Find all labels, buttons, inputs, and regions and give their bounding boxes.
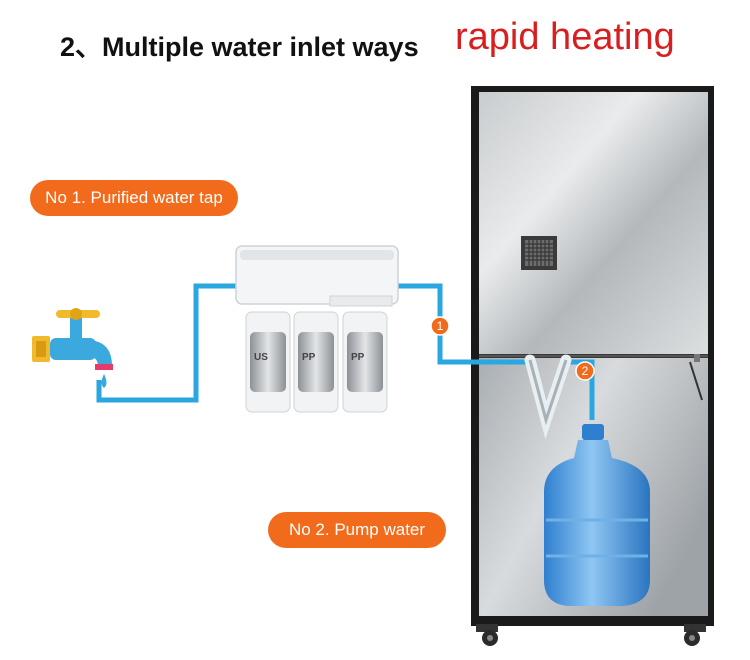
pump-water-label: No 2. Pump water xyxy=(268,512,446,548)
water-purifier: US PP PP xyxy=(235,245,399,413)
title-row: 2、Multiple water inlet ways rapid heatin… xyxy=(0,12,750,62)
faucet-icon xyxy=(32,308,113,388)
purified-tap-label: No 1. Purified water tap xyxy=(30,180,238,216)
filter-label: PP xyxy=(302,352,316,363)
inlet-marker-2: 2 xyxy=(575,361,595,381)
vent-grille xyxy=(521,236,557,270)
v-inlet-fitting xyxy=(524,354,572,440)
filter-canister: US xyxy=(245,311,291,413)
inlet-marker-2-label: 2 xyxy=(582,364,589,378)
filter-label: PP xyxy=(351,352,365,363)
filter-label: US xyxy=(254,352,268,363)
water-bottle xyxy=(544,424,650,606)
inlet-marker-1-label: 1 xyxy=(437,319,444,333)
caster-wheels xyxy=(476,624,706,646)
page-title: 2、Multiple water inlet ways xyxy=(60,32,419,62)
filter-canister: PP xyxy=(342,311,388,413)
title-accent: rapid heating xyxy=(455,16,675,58)
filter-canister: PP xyxy=(293,311,339,413)
inlet-marker-1: 1 xyxy=(430,316,450,336)
